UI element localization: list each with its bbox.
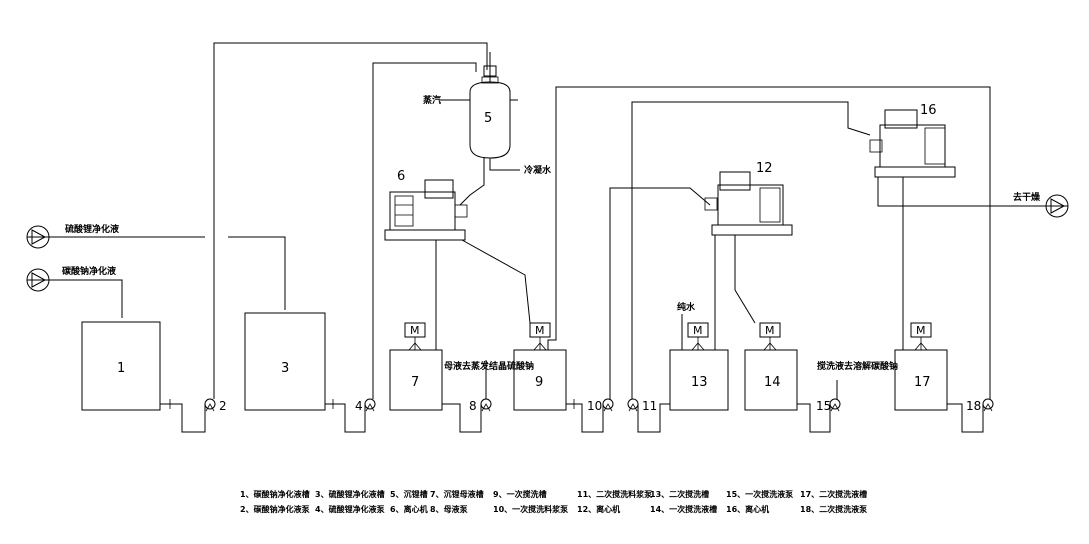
svg-text:4: 4 (355, 399, 363, 413)
label-na-carbonate-purified: 碳酸钠净化液 (62, 265, 117, 277)
svg-text:15: 15 (816, 399, 831, 413)
motor-tank-7: M (404, 322, 426, 351)
svg-text:14: 14 (764, 375, 781, 390)
pump-18: 18 (966, 398, 994, 413)
pump-10: 10 (587, 398, 614, 413)
label-condensate: 冷凝水 (524, 164, 552, 176)
pump-15: 15 (816, 398, 841, 413)
legend-item: 6、离心机 (390, 504, 428, 514)
label-wash-to-dissolve: 搅洗液去溶解碳酸钠 (817, 360, 898, 372)
legend-item: 8、母液泵 (430, 504, 468, 514)
legend-item: 18、二次搅洗液泵 (800, 504, 867, 514)
motor-tank-17: M (910, 322, 932, 351)
tank-17: 17 (894, 349, 948, 411)
pump-8: 8 (469, 398, 492, 413)
centrifuge-12: 12 (704, 161, 793, 236)
svg-text:6: 6 (397, 169, 405, 184)
svg-text:M: M (410, 324, 420, 337)
tank-1: 1 (81, 321, 161, 411)
legend-item: 2、碳酸钠净化液泵 (240, 504, 310, 514)
tank-9: 9 (513, 349, 567, 411)
tank-14: 14 (744, 349, 798, 411)
svg-text:M: M (693, 324, 703, 337)
to-dryer-symbol (1045, 194, 1069, 218)
legend-item: 4、硫酸锂净化液泵 (315, 504, 385, 514)
centrifuge-6: 6 (384, 169, 468, 241)
legend: 1、碳酸钠净化液槽 3、硫酸锂净化液槽 5、沉锂槽 7、沉锂母液槽 9、一次搅洗… (240, 489, 867, 514)
svg-text:16: 16 (920, 103, 937, 118)
legend-item: 5、沉锂槽 (390, 489, 428, 499)
label-mother-liquor-to-evap: 母液去蒸发结晶硫酸钠 (444, 360, 534, 372)
legend-item: 7、沉锂母液槽 (430, 489, 484, 499)
pump-2: 2 (204, 398, 227, 413)
svg-text:11: 11 (642, 399, 657, 413)
label-li-sulfate-purified: 硫酸锂净化液 (65, 223, 120, 235)
legend-item: 3、硫酸锂净化液槽 (315, 489, 385, 499)
label-steam: 蒸汽 (423, 94, 441, 106)
legend-item: 1、碳酸钠净化液槽 (240, 489, 310, 499)
svg-text:2: 2 (219, 399, 227, 413)
svg-text:13: 13 (691, 375, 708, 390)
pump-11: 11 (627, 398, 657, 413)
motor-tank-9: M (529, 322, 551, 351)
tank-13: 13 (669, 349, 729, 411)
svg-text:17: 17 (914, 375, 931, 390)
legend-item: 16、离心机 (726, 504, 769, 514)
legend-item: 13、二次搅洗槽 (650, 489, 709, 499)
legend-item: 10、一次搅洗料浆泵 (493, 504, 568, 514)
svg-text:M: M (535, 324, 545, 337)
legend-item: 17、二次搅洗液槽 (800, 489, 867, 499)
svg-text:9: 9 (535, 375, 543, 390)
svg-text:M: M (916, 324, 926, 337)
svg-text:7: 7 (411, 375, 419, 390)
reactor-5: 5 (463, 52, 518, 166)
svg-text:12: 12 (756, 161, 773, 176)
svg-text:3: 3 (281, 361, 289, 376)
motor-tank-13: M (687, 322, 709, 351)
legend-item: 11、二次搅洗料浆泵 (577, 489, 652, 499)
svg-text:8: 8 (469, 399, 477, 413)
svg-text:M: M (765, 324, 775, 337)
tank-7: 7 (389, 349, 443, 411)
label-pure-water: 纯水 (677, 301, 696, 313)
svg-text:10: 10 (587, 399, 602, 413)
legend-item: 14、一次搅洗液槽 (650, 504, 717, 514)
svg-text:1: 1 (117, 361, 125, 376)
svg-text:18: 18 (966, 399, 981, 413)
legend-item: 15、一次搅洗液泵 (726, 489, 793, 499)
li-sulfate-feed-symbol (26, 225, 50, 249)
svg-text:5: 5 (484, 111, 492, 126)
na-carbonate-feed-symbol (26, 268, 50, 292)
legend-item: 9、一次搅洗槽 (493, 489, 547, 499)
motor-tank-14: M (759, 322, 781, 351)
centrifuge-16: 16 (869, 103, 956, 178)
label-to-dryer: 去干燥 (1013, 191, 1041, 203)
tank-3: 3 (244, 312, 326, 411)
legend-item: 12、离心机 (577, 504, 620, 514)
